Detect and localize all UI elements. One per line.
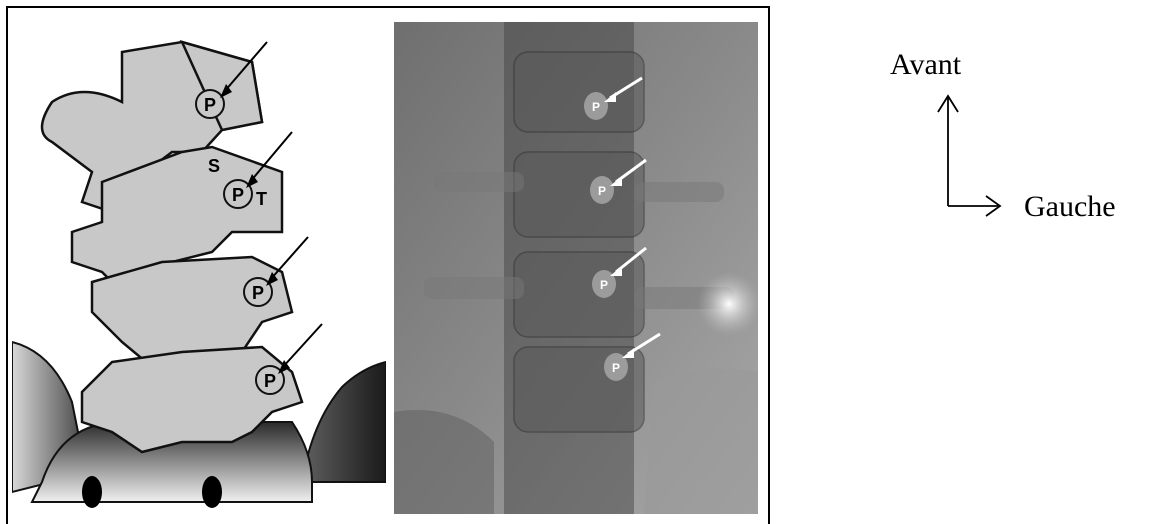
label-transverse: T <box>256 189 267 209</box>
svg-text:P: P <box>598 184 606 198</box>
svg-text:P: P <box>232 185 244 205</box>
svg-text:P: P <box>600 278 608 292</box>
orientation-arrows <box>880 40 1156 240</box>
label-superior: S <box>208 156 220 176</box>
spine-illustration: P P S T P P <box>12 12 386 518</box>
xray-image: P P P P <box>394 22 758 514</box>
svg-text:P: P <box>612 361 620 375</box>
svg-text:P: P <box>252 283 264 303</box>
orientation-indicator: Avant Gauche <box>880 40 1156 240</box>
svg-text:P: P <box>264 371 276 391</box>
svg-text:P: P <box>592 100 600 114</box>
svg-text:P: P <box>204 95 216 115</box>
pelvis-right <box>302 362 386 482</box>
